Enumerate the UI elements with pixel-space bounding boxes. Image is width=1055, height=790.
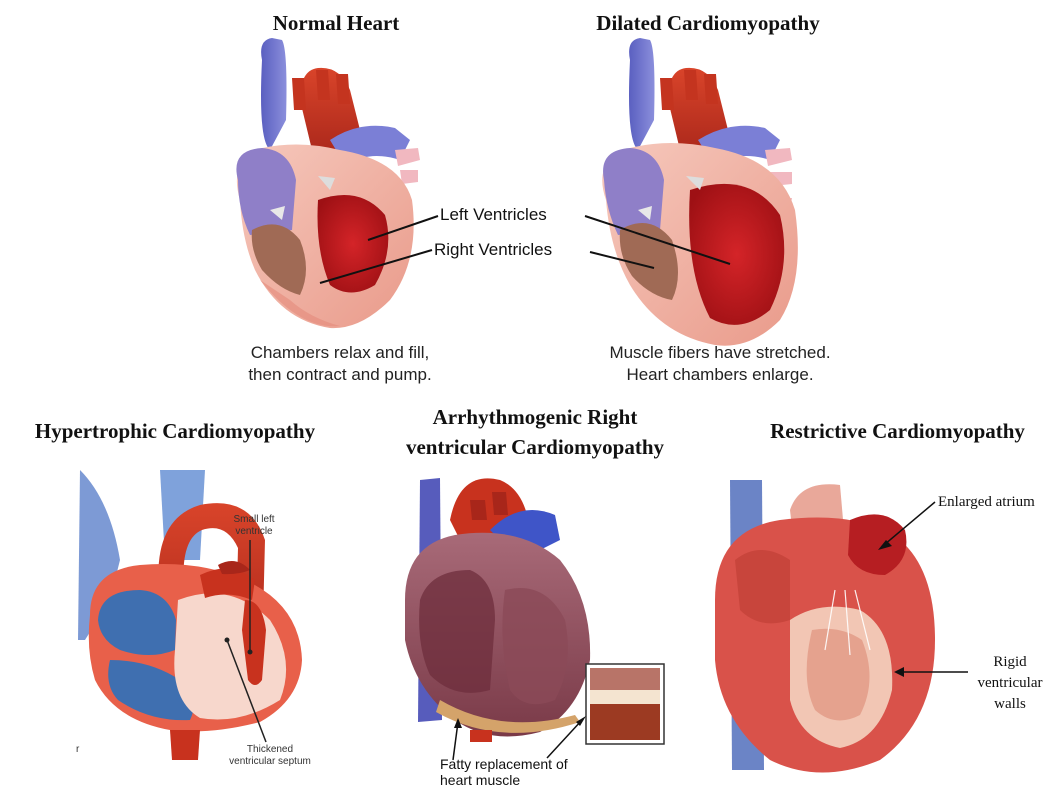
stray-mark: r xyxy=(76,744,79,756)
small-lv-line-2: ventricle xyxy=(224,526,284,538)
right-ventricles-label: Right Ventricles xyxy=(434,240,552,260)
small-lv-line-1: Small left xyxy=(224,514,284,526)
walls-line-3: walls xyxy=(970,694,1050,715)
left-ventricles-label: Left Ventricles xyxy=(440,205,547,225)
normal-heart-title: Normal Heart xyxy=(220,10,452,36)
fatty-replacement-label: Fatty replacement of heart muscle xyxy=(440,756,568,788)
thickened-septum-label: Thickened ventricular septum xyxy=(220,744,320,768)
arrhythmogenic-cardiomyopathy-title: Arrhythmogenic Right ventricular Cardiom… xyxy=(370,402,700,462)
enlarged-atrium-label: Enlarged atrium xyxy=(938,492,1035,513)
dilated-heart-illustration xyxy=(602,38,798,346)
fatty-line-1: Fatty replacement of xyxy=(440,756,568,772)
arrhythmogenic-title-line-2: ventricular Cardiomyopathy xyxy=(370,432,700,462)
dilated-caption-line-2: Heart chambers enlarge. xyxy=(550,364,890,386)
walls-line-2: ventricular xyxy=(970,673,1050,694)
septum-line-1: Thickened xyxy=(220,744,320,756)
dilated-caption-line-1: Muscle fibers have stretched. xyxy=(550,342,890,364)
normal-caption-line-2: then contract and pump. xyxy=(190,364,490,386)
restrictive-heart-illustration xyxy=(715,480,968,773)
small-left-ventricle-label: Small left ventricle xyxy=(224,514,284,538)
restrictive-cardiomyopathy-title: Restrictive Cardiomyopathy xyxy=(745,418,1050,444)
rigid-ventricular-walls-label: Rigid ventricular walls xyxy=(970,652,1050,715)
normal-heart-caption: Chambers relax and fill, then contract a… xyxy=(190,342,490,386)
septum-line-2: ventricular septum xyxy=(220,756,320,768)
normal-caption-line-1: Chambers relax and fill, xyxy=(190,342,490,364)
fatty-line-2: heart muscle xyxy=(440,772,568,788)
arrhythmogenic-title-line-1: Arrhythmogenic Right xyxy=(370,402,700,432)
dilated-cardiomyopathy-title: Dilated Cardiomyopathy xyxy=(560,10,856,36)
normal-heart-illustration xyxy=(236,38,420,328)
walls-line-1: Rigid xyxy=(970,652,1050,673)
hypertrophic-cardiomyopathy-title: Hypertrophic Cardiomyopathy xyxy=(5,418,345,444)
arvc-heart-illustration xyxy=(405,478,664,760)
dilated-heart-caption: Muscle fibers have stretched. Heart cham… xyxy=(550,342,890,386)
